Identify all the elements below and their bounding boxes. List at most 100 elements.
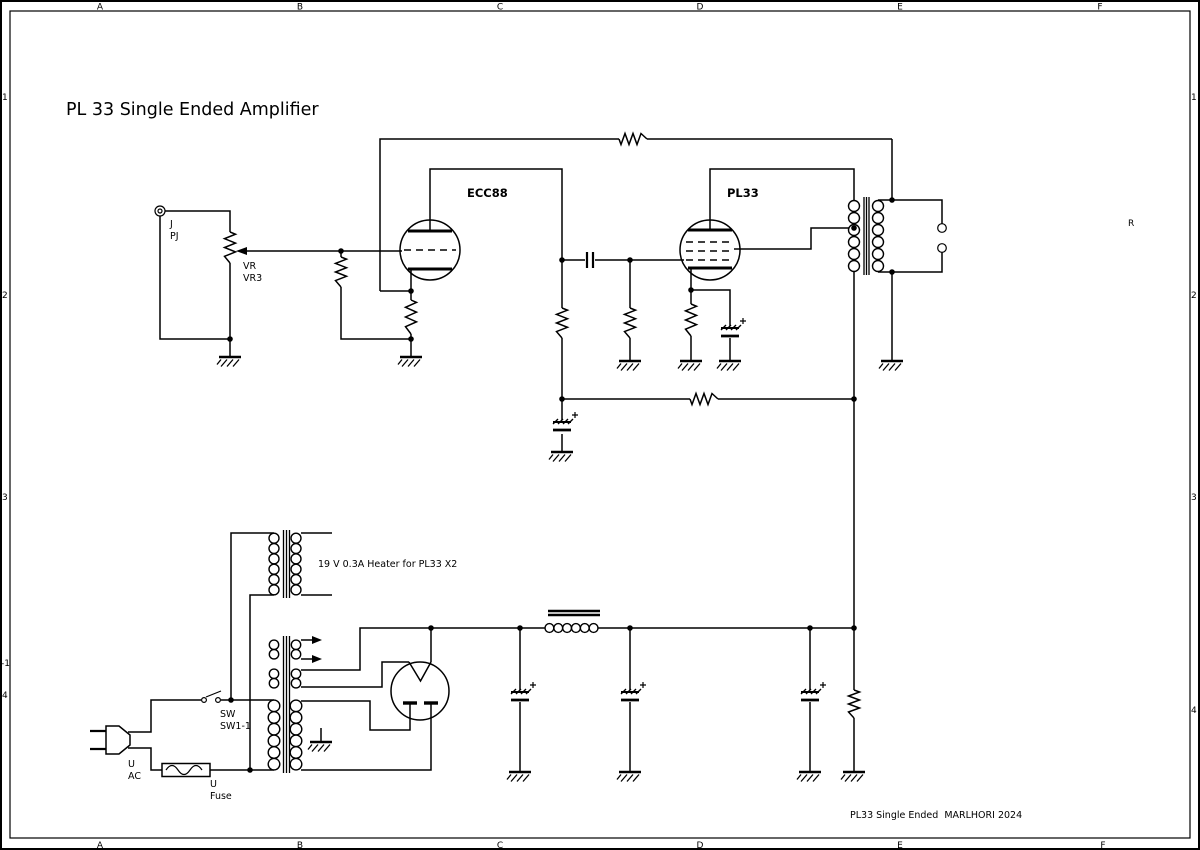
stray-r-label: R	[1128, 219, 1134, 229]
border-row-right-3: 3	[1191, 493, 1197, 503]
ac-ref-label: U	[128, 759, 135, 770]
fuse: U Fuse	[128, 747, 274, 802]
jack-ref-label: J	[169, 219, 173, 230]
border-row-right-1: 1	[1191, 93, 1197, 103]
filter-cap-3	[799, 680, 828, 702]
border-col-top-a: A	[97, 3, 104, 13]
ground-symbol	[306, 740, 334, 753]
filter-cap-2	[619, 680, 648, 702]
pl33-grids	[686, 241, 734, 261]
page-title: PL 33 Single Ended Amplifier	[66, 100, 319, 120]
cathode-resistor	[403, 299, 419, 335]
feedback-resistor	[618, 131, 648, 147]
pl33-grid-resistor	[622, 307, 638, 339]
border-col-bot-d: D	[697, 841, 704, 850]
pt-primary	[267, 699, 281, 771]
heater-arrow-1	[312, 636, 322, 644]
volume-pot: VR VR3	[159, 210, 402, 368]
ecc88-stage: ECC88	[333, 168, 570, 399]
border-col-bot-a: A	[97, 841, 104, 850]
heater-secondary	[290, 532, 302, 596]
speaker-terminal-minus	[937, 243, 947, 253]
ground-symbol	[615, 770, 643, 783]
b-plus-dropper	[547, 391, 854, 463]
ground-symbol	[396, 355, 424, 368]
pt-hv-winding	[289, 699, 303, 771]
feedback-network	[379, 131, 892, 292]
opt-primary	[847, 199, 861, 273]
ground-symbol	[215, 355, 243, 368]
power-plug: U AC	[90, 725, 141, 782]
bleeder-resistor	[846, 689, 862, 719]
pl33-cathode-resistor	[683, 303, 699, 337]
border-col-bot-e: E	[897, 841, 903, 850]
ground-symbol	[676, 359, 704, 372]
ground-symbol	[795, 770, 823, 783]
rectifier-tube	[301, 627, 545, 771]
speaker-terminals	[937, 223, 947, 253]
heater-primary	[268, 532, 280, 596]
border-row-right-2: 2	[1191, 291, 1197, 301]
cathode-bypass-cap	[719, 316, 748, 338]
rectifier-filament	[408, 661, 432, 683]
speaker-terminal-plus	[937, 223, 947, 233]
border-col-top-c: C	[497, 3, 503, 13]
filter-section	[505, 609, 867, 783]
output-transformer	[847, 139, 943, 690]
power-switch: SW SW1-1	[128, 690, 274, 733]
ground-symbol	[505, 770, 533, 783]
ecc88-label: ECC88	[467, 186, 508, 200]
border-row-right-4: 4	[1191, 706, 1197, 716]
choke-core	[548, 609, 600, 617]
fuse-ref-label: U	[210, 779, 217, 790]
heater-arrow-2	[312, 655, 322, 663]
border-col-bot-f: F	[1100, 841, 1105, 850]
pt-heater-winding	[290, 639, 302, 660]
coupling-cap	[562, 252, 630, 268]
pl33-stage: PL33	[615, 168, 855, 372]
border-col-top-d: D	[697, 3, 704, 13]
heater-note: 19 V 0.3A Heater for PL33 X2	[318, 559, 457, 570]
ground-symbol	[715, 359, 743, 372]
decoupling-cap	[551, 410, 580, 432]
border-col-top-f: F	[1097, 3, 1102, 13]
border-col-top-b: B	[297, 3, 303, 13]
pot-ref-label: VR	[243, 261, 256, 272]
screen-tap-wire	[734, 227, 854, 250]
power-transformer	[267, 636, 334, 773]
switch-ref-label: SW	[220, 709, 236, 720]
pt-winding-l1	[268, 639, 280, 660]
border-row-left-4: 4	[2, 691, 8, 701]
border-col-top-e: E	[897, 3, 903, 13]
ac-name-label: AC	[128, 771, 141, 782]
fuse-name-label: Fuse	[210, 791, 232, 802]
switch-name-label: SW1-1	[220, 721, 251, 732]
border-col-bot-c: C	[497, 841, 503, 850]
border-row-left-1: 1	[2, 93, 8, 103]
border-row-left-m1: -1	[1, 659, 10, 669]
ground-symbol	[615, 359, 643, 372]
junction-dots	[227, 197, 895, 773]
pl33-label: PL33	[727, 186, 759, 200]
border-col-bot-b: B	[297, 841, 303, 850]
dropper-resistor	[689, 391, 719, 407]
ground-symbol	[877, 359, 905, 372]
filter-cap-1	[509, 680, 538, 702]
border-row-left-2: 2	[2, 291, 8, 301]
heater-transformer: 19 V 0.3A Heater for PL33 X2	[230, 530, 457, 770]
title-block-text: PL33 Single Ended MARLHORI 2024	[850, 810, 1022, 821]
pot-name-label: VR3	[243, 273, 262, 284]
jack-name-label: PJ	[170, 231, 179, 242]
ground-symbol	[839, 770, 867, 783]
pt-winding-l2	[268, 668, 280, 689]
plug-body	[105, 725, 131, 755]
choke	[544, 622, 599, 634]
opt-secondary	[871, 199, 885, 273]
border-row-left-3: 3	[2, 493, 8, 503]
ground-symbol	[547, 450, 575, 463]
pot-wiper-arrow	[236, 247, 247, 255]
pt-rectifier-filament-winding	[290, 668, 302, 689]
